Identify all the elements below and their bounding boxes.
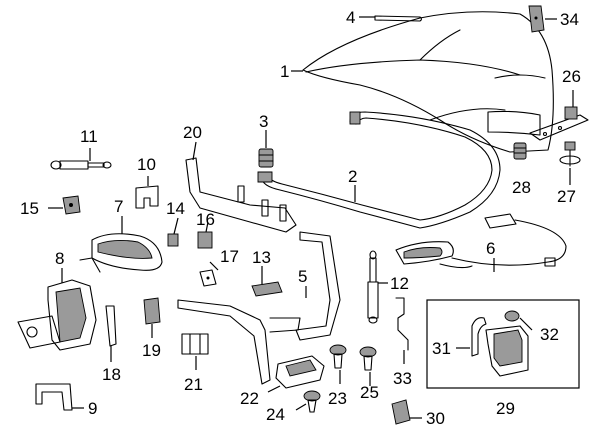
part-clip-24 [303,390,321,413]
callout-29: 29 [496,399,515,418]
part-rod-33 [395,297,409,351]
part-weatherstrip [257,111,501,229]
part-bumper-3 [258,148,274,168]
callout-26: 26 [562,67,581,86]
part-bolt-27 [559,141,581,167]
part-hinge-20 [185,157,297,233]
part-pad-13 [251,281,283,297]
part-bracket-26 [529,106,589,141]
callout-1: 1 [280,62,289,81]
part-gas-strut-11 [50,160,112,170]
callout-2: 2 [348,167,357,186]
part-switch-21 [181,333,209,355]
callout-18: 18 [102,365,121,384]
callout-25: 25 [360,383,379,402]
callout-28: 28 [512,178,531,197]
callout-27: 27 [557,187,576,206]
part-rod-18 [105,305,117,347]
part-gas-strut-12 [367,250,379,324]
part-clip-15 [62,195,81,215]
callout-20: 20 [183,123,202,142]
part-lock-handle-7 [79,233,163,273]
part-hinge-arm-5 [177,231,341,385]
callout-21: 21 [184,375,203,394]
callout-10: 10 [137,155,156,174]
callout-22: 22 [240,389,259,408]
part-clip-34 [528,5,545,33]
callout-23: 23 [328,389,347,408]
part-bumper-28 [513,142,527,160]
part-actuator-assembly-29 [471,310,529,377]
callout-16: 16 [196,210,215,229]
part-trunk-lid [302,11,554,153]
part-bracket-9 [35,383,73,411]
callout-9: 9 [88,399,97,418]
callout-34: 34 [560,10,579,29]
callout-7: 7 [114,197,123,216]
part-latch-8 [17,279,97,351]
part-bracket-10 [135,185,159,209]
part-clip-19 [143,297,161,325]
part-clip-14 [167,233,179,247]
callout-13: 13 [252,248,271,267]
part-emblem [374,15,423,22]
callout-3: 3 [259,112,268,131]
part-fastener-25 [359,346,377,371]
callout-14: 14 [166,199,185,218]
callout-6: 6 [486,239,495,258]
callout-32: 32 [540,325,559,344]
callout-19: 19 [142,341,161,360]
callout-15: 15 [20,199,39,218]
part-clip-30 [391,399,411,425]
part-clip-16 [197,231,213,249]
callout-4: 4 [346,8,355,27]
part-fastener-23 [329,344,347,369]
callout-30: 30 [426,409,445,428]
callout-5: 5 [298,267,307,286]
callout-12: 12 [390,274,409,293]
callout-8: 8 [55,249,64,268]
callout-31: 31 [432,339,451,358]
part-actuator-22 [275,355,325,389]
part-clip-17 [199,269,217,287]
part-release-cable-6 [395,213,567,269]
callout-33: 33 [393,369,412,388]
callout-11: 11 [80,127,98,146]
callout-17: 17 [220,247,239,266]
callout-24: 24 [266,405,285,424]
assembly-box-29 [426,299,580,389]
